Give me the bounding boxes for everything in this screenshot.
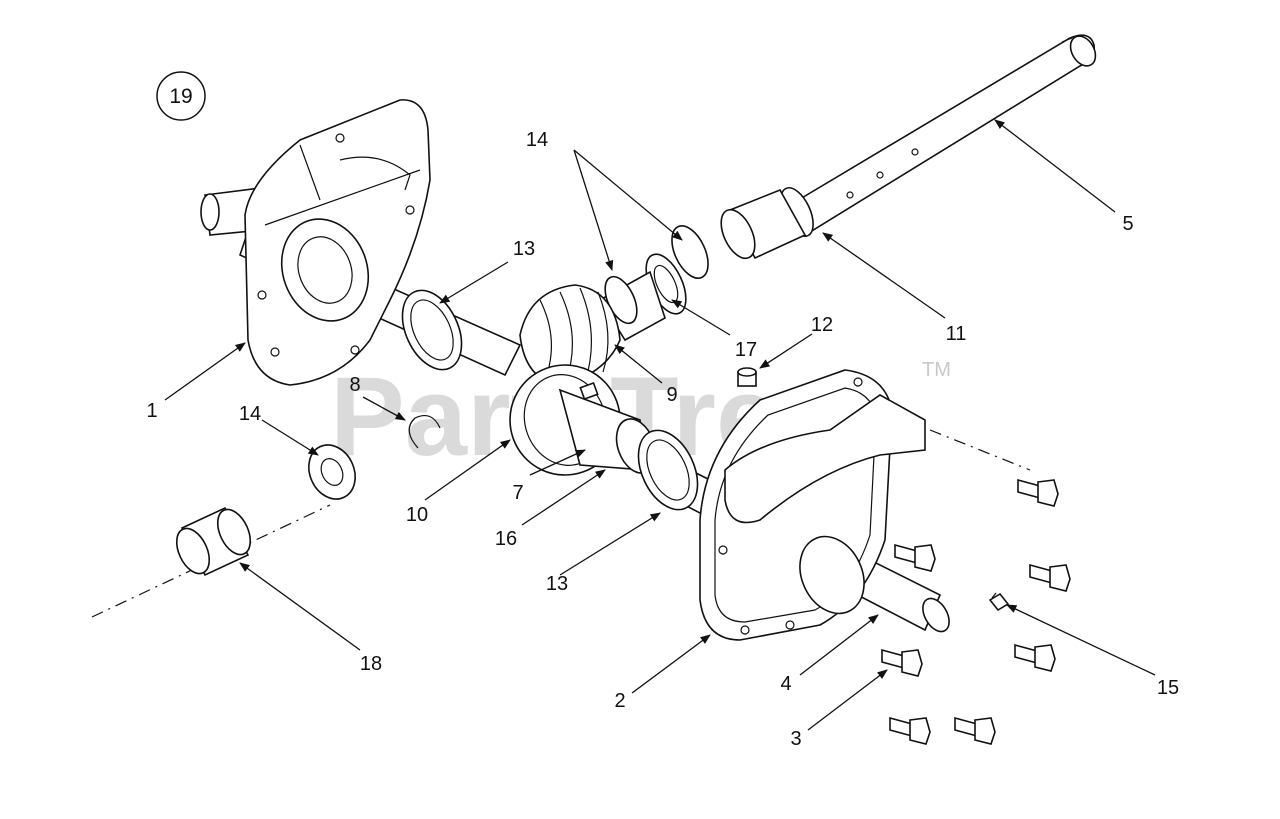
callout-3: 3: [790, 728, 801, 750]
washer-13-right: [637, 429, 699, 511]
callout-13-lower: 13: [546, 573, 568, 595]
callout-9: 9: [666, 384, 677, 406]
plug-12: [737, 367, 757, 387]
collar-11: [720, 187, 814, 260]
watermark-tm: TM: [922, 359, 951, 381]
figure-number-badge: 19: [156, 71, 206, 121]
housing-left-1: [244, 99, 431, 386]
snap-ring-8: [408, 415, 441, 449]
callout-12: 12: [811, 314, 833, 336]
callout-17: 17: [735, 339, 757, 361]
shaft-5: [788, 34, 1097, 234]
callout-5: 5: [1122, 213, 1133, 235]
callout-7: 7: [512, 482, 523, 504]
callout-18: 18: [360, 653, 382, 675]
callout-11: 11: [946, 323, 967, 345]
callout-13-upper: 13: [513, 238, 535, 260]
bushing-18: [175, 506, 252, 577]
callout-8: 8: [349, 374, 360, 396]
centerline-right: [929, 429, 1031, 471]
callout-16: 16: [495, 528, 517, 550]
leader-lines: [164, 119, 1156, 731]
callout-10: 10: [406, 504, 428, 526]
badge-circle: [156, 71, 206, 121]
housing-right-2: [699, 369, 926, 641]
callout-15: 15: [1157, 677, 1179, 699]
badge-label: 19: [169, 85, 192, 108]
gear-wheel-10: [509, 364, 657, 476]
washer-13-left: [401, 289, 463, 371]
fitting-15: [988, 592, 1010, 612]
washer-14-lower: [308, 444, 356, 500]
bolts-3: [881, 478, 1071, 745]
callout-14-lower: 14: [239, 403, 261, 425]
callout-2: 2: [614, 690, 625, 712]
callout-labels: 1 2 3 4 5 7 8 9 10 11 12 13 13 14 14 15 …: [146, 129, 1179, 750]
callout-14-upper: 14: [526, 129, 548, 151]
callout-4: 4: [780, 673, 791, 695]
callout-1: 1: [146, 400, 157, 422]
